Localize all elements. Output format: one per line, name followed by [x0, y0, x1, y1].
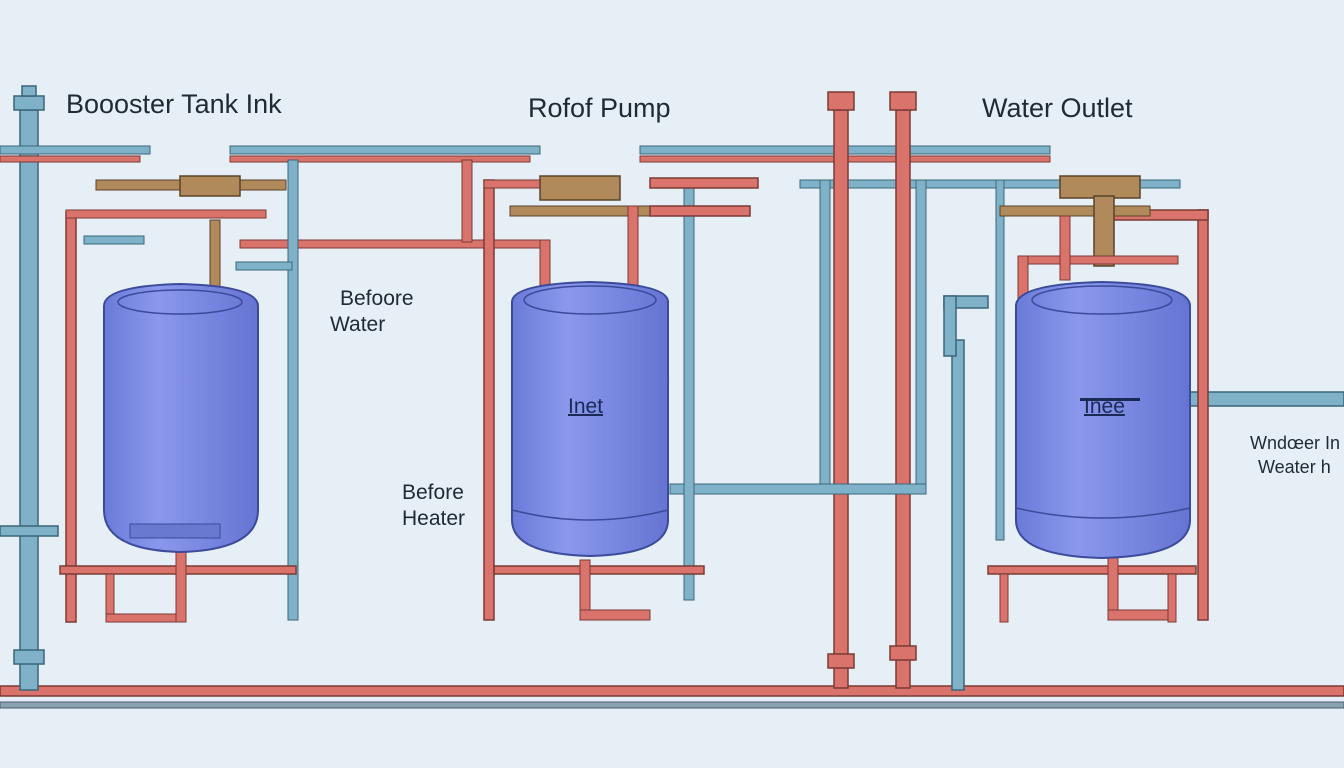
left-riser: [0, 85, 59, 691]
tank-1: [103, 282, 259, 554]
label-tank-3: Inee: [1084, 395, 1125, 418]
main-supply-lines: [0, 685, 1344, 709]
label-pump: Rofof Pump: [528, 93, 671, 123]
label-booster-tank: Boooster Tank Ink: [66, 89, 282, 119]
middle-risers: [669, 91, 1209, 691]
tank-2: [511, 280, 669, 558]
tank-3: [1015, 280, 1191, 560]
label-before-heater-1: Before: [402, 481, 464, 504]
label-water-outlet: Water Outlet: [982, 93, 1133, 123]
label-before-water-1: Befoore: [340, 287, 414, 310]
label-before-water-2: Water: [330, 313, 386, 336]
label-right-edge-1: Wndœer In: [1250, 433, 1341, 453]
label-before-heater-2: Heater: [402, 507, 466, 530]
label-tank-2: Inet: [568, 395, 604, 418]
tank-2-piping: [461, 159, 759, 621]
label-right-edge-2: Weater h: [1258, 457, 1331, 477]
tank-3-inlet-line: [1080, 398, 1140, 401]
tank-3-piping: [987, 175, 1197, 623]
tank-1-piping: [59, 159, 299, 623]
